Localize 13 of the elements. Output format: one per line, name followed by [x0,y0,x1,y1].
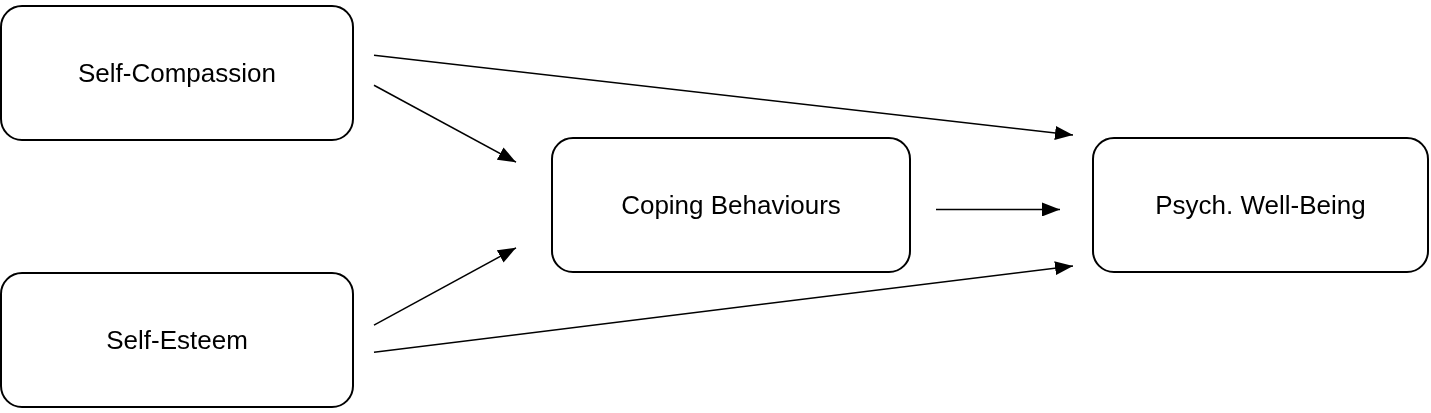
node-label: Self-Compassion [78,57,276,89]
arrow [373,261,1074,353]
node-label: Self-Esteem [106,324,248,356]
node-label: Coping Behaviours [621,189,841,221]
process-box [551,137,911,273]
arrow [373,247,517,326]
node-label: Psych. Well-Being [1155,189,1366,221]
process-box [1092,137,1429,273]
arrow [373,84,517,163]
process-box [0,5,354,141]
arrow [935,202,1061,217]
arrow [373,54,1074,140]
process-box [0,272,354,408]
